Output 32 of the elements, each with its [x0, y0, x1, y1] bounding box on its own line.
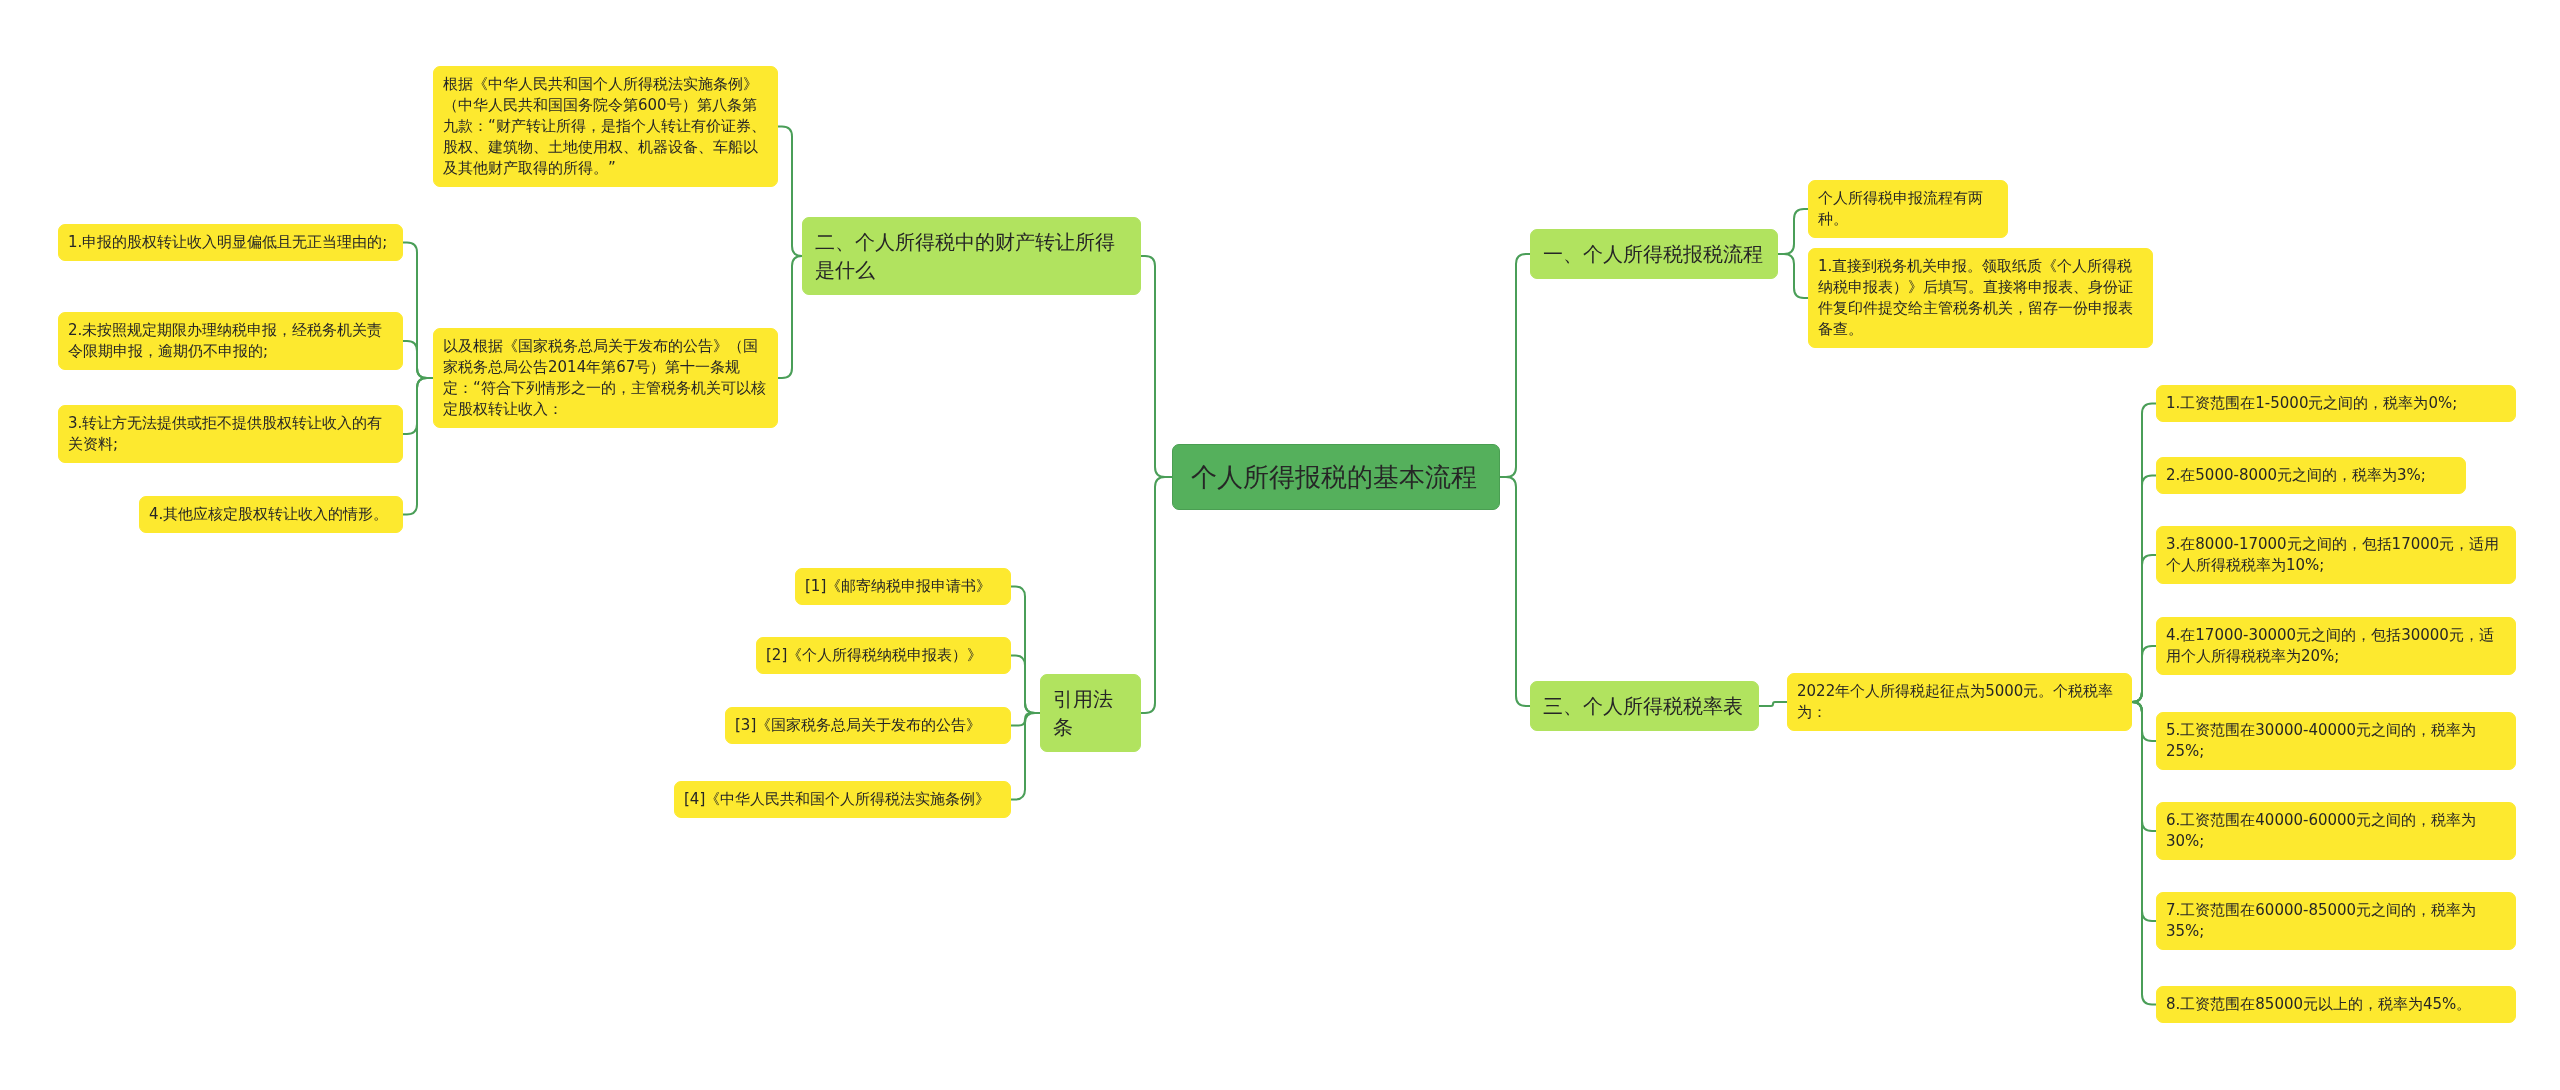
- branch-topic: 二、个人所得税中的财产转让所得是什么: [802, 217, 1141, 295]
- note-box: 1.申报的股权转让收入明显偏低且无正当理由的;: [58, 224, 403, 261]
- note-box: [2]《个人所得税纳税申报表）》: [756, 637, 1011, 674]
- branch-topic: 一、个人所得税报税流程: [1530, 229, 1778, 279]
- note-box: 3.在8000-17000元之间的，包括17000元，适用个人所得税税率为10%;: [2156, 526, 2516, 584]
- note-box: [4]《中华人民共和国个人所得税法实施条例》: [674, 781, 1011, 818]
- note-box: 2.在5000-8000元之间的，税率为3%;: [2156, 457, 2466, 494]
- connector: [402, 377, 434, 516]
- note-box: 7.工资范围在60000-85000元之间的，税率为35%;: [2156, 892, 2516, 950]
- note-box: 8.工资范围在85000元以上的，税率为45%。: [2156, 986, 2516, 1023]
- note-box: 1.工资范围在1-5000元之间的，税率为0%;: [2156, 385, 2516, 422]
- note-box: 4.其他应核定股权转让收入的情形。: [139, 496, 403, 533]
- connector: [1758, 701, 1788, 707]
- note-box: 1.直接到税务机关申报。领取纸质《个人所得税纳税申报表）》后填写。直接将申报表、身份证件复印件提交给主管税务机关，留存一份申报表备查。: [1808, 248, 2153, 348]
- connector: [1499, 476, 1531, 707]
- note-box: 6.工资范围在40000-60000元之间的，税率为30%;: [2156, 802, 2516, 860]
- branch-topic: 三、个人所得税税率表: [1530, 681, 1759, 731]
- note-box: [3]《国家税务总局关于发布的公告》: [725, 707, 1011, 744]
- note-box: 3.转让方无法提供或拒不提供股权转让收入的有关资料;: [58, 405, 403, 463]
- note-box: 5.工资范围在30000-40000元之间的，税率为25%;: [2156, 712, 2516, 770]
- central-topic: 个人所得报税的基本流程: [1172, 444, 1500, 511]
- note-box: 以及根据《国家税务总局关于发布的公告》（国家税务总局公告2014年第67号）第十一条规定：“符合下列情形之一的，主管税务机关可以核定股权转让收入：: [433, 328, 778, 428]
- note-box: 2.未按照规定期限办理纳税申报，经税务机关责令限期申报，逾期仍不申报的;: [58, 312, 403, 370]
- note-box: [1]《邮寄纳税申报申请书》: [795, 568, 1011, 605]
- branch-topic: 引用法条: [1040, 674, 1141, 752]
- connector: [1140, 476, 1173, 714]
- note-box: 4.在17000-30000元之间的，包括30000元，适用个人所得税税率为20%;: [2156, 617, 2516, 675]
- connector: [777, 255, 803, 379]
- note-box: 根据《中华人民共和国个人所得税法实施条例》（中华人民共和国国务院令第600号）第八条第九款：“财产转让所得，是指个人转让有价证券、股权、建筑物、土地使用权、机器设备、车船以及其他财产取得的所得。”: [433, 66, 778, 187]
- connector: [1777, 253, 1809, 299]
- note-box: 个人所得税申报流程有两种。: [1808, 180, 2008, 238]
- note-box: 2022年个人所得税起征点为5000元。个税税率为：: [1787, 673, 2132, 731]
